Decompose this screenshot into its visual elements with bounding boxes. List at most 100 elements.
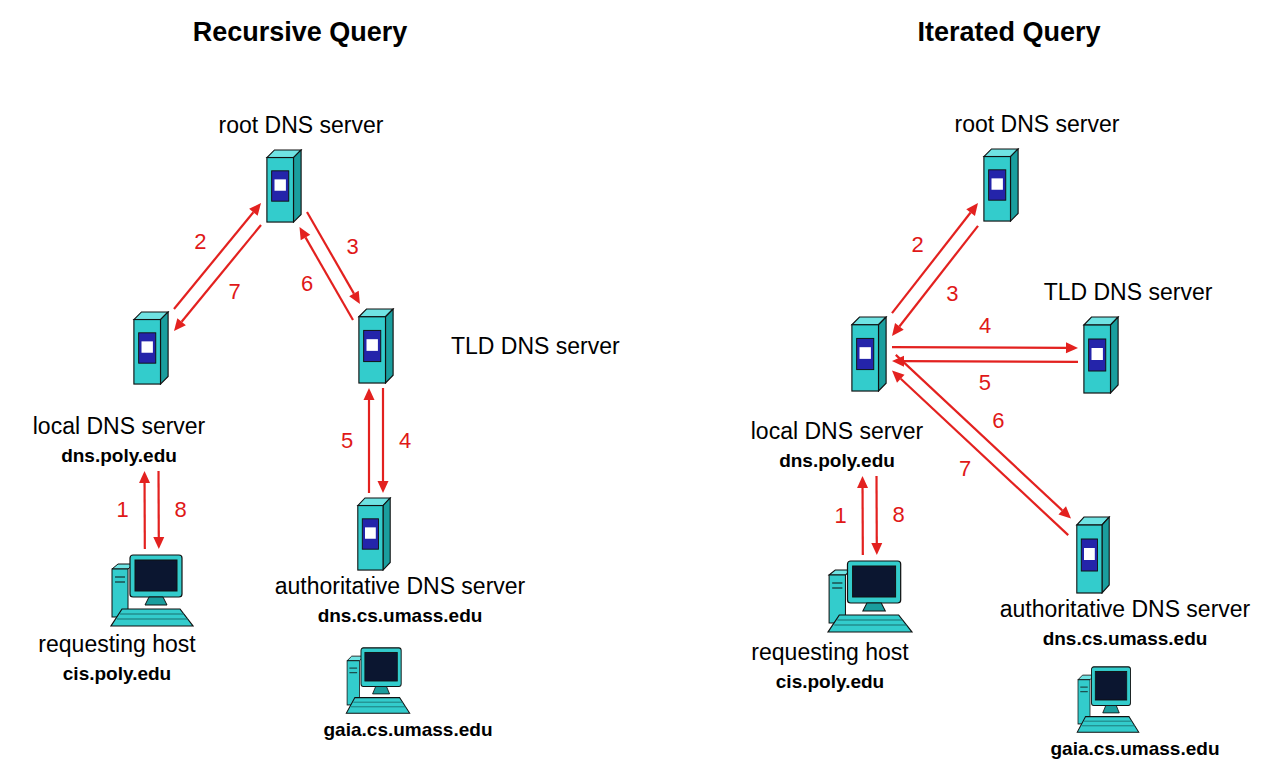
step-number: 6	[299, 272, 315, 296]
step-number: 7	[226, 280, 242, 304]
query-arrow	[871, 476, 882, 555]
computer-icon	[1075, 665, 1141, 735]
arrow-head	[300, 227, 311, 240]
dns-server-node: local DNS serverdns.poly.edu	[783, 316, 956, 472]
node-label: requesting host	[38, 631, 195, 658]
panel-title: Iterated Query	[917, 16, 1100, 48]
arrow-shaft	[875, 476, 877, 543]
step-number: 6	[990, 409, 1006, 433]
dns-server-node: TLD DNS server	[357, 308, 620, 384]
arrow-head	[1058, 506, 1071, 518]
arrow-head	[892, 323, 904, 336]
dns-server-node: root DNS server	[919, 111, 1084, 222]
query-arrow	[892, 203, 978, 313]
step-number: 1	[115, 498, 131, 522]
step-number: 5	[977, 371, 993, 395]
step-number: 1	[833, 504, 849, 528]
arrow-head	[349, 291, 360, 304]
query-arrow	[174, 203, 261, 309]
query-arrow	[892, 226, 978, 336]
dns-server-node: local DNS serverdns.poly.edu	[65, 311, 238, 467]
dns-server-node: TLD DNS server	[1017, 279, 1186, 394]
node-label: TLD DNS server	[1044, 279, 1213, 306]
step-number: 5	[339, 429, 355, 453]
query-arrow	[174, 225, 261, 331]
dns-server-node: root DNS server	[202, 112, 367, 223]
arrow-head	[1066, 342, 1078, 353]
arrow-shaft	[899, 226, 978, 327]
arrow-head	[249, 203, 261, 216]
step-number: 8	[891, 503, 907, 527]
step-number: 4	[397, 429, 413, 453]
server-icon	[132, 311, 170, 385]
host-name: dns.cs.umass.edu	[318, 604, 483, 627]
query-arrow	[892, 342, 1078, 353]
step-number: 8	[173, 498, 189, 522]
computer-icon	[344, 646, 412, 716]
step-number: 2	[910, 233, 926, 257]
host-name: cis.poly.edu	[776, 670, 884, 693]
step-number: 3	[944, 282, 960, 306]
host-node: requesting hostcis.poly.edu	[73, 553, 230, 685]
panel-title: Recursive Query	[193, 16, 408, 48]
arrow-shaft	[892, 213, 971, 314]
arrow-shaft	[904, 360, 1078, 363]
host-node: gaia.cs.umass.edu	[294, 646, 463, 741]
query-arrow	[857, 476, 868, 555]
node-label: authoritative DNS server	[275, 573, 526, 600]
server-icon	[850, 316, 888, 392]
arrow-shaft	[143, 483, 145, 549]
arrow-head	[892, 371, 905, 383]
server-icon	[1075, 516, 1111, 594]
host-name: dns.cs.umass.edu	[1043, 627, 1208, 650]
query-arrow	[892, 371, 1068, 536]
host-name: cis.poly.edu	[63, 662, 171, 685]
arrow-head	[966, 203, 978, 216]
label-column: TLD DNS server	[451, 333, 620, 360]
query-arrow	[139, 471, 150, 549]
query-arrow	[892, 356, 1078, 367]
host-node: requesting hostcis.poly.edu	[791, 559, 948, 693]
query-arrow	[364, 388, 375, 493]
arrow-shaft	[174, 212, 253, 309]
host-name: gaia.cs.umass.edu	[1051, 737, 1220, 760]
node-label: authoritative DNS server	[1000, 596, 1251, 623]
node-label: local DNS server	[33, 413, 206, 440]
node-label: local DNS server	[751, 418, 924, 445]
arrow-shaft	[861, 488, 863, 555]
arrow-head	[857, 476, 868, 488]
arrow-shaft	[382, 388, 384, 481]
arrow-head	[871, 543, 882, 555]
server-icon	[356, 497, 392, 571]
node-label: TLD DNS server	[451, 333, 620, 360]
arrow-head	[364, 388, 375, 400]
server-icon	[265, 149, 303, 223]
arrow-head	[139, 471, 150, 483]
arrow-shaft	[901, 379, 1068, 535]
step-number: 4	[977, 314, 993, 338]
server-icon	[1082, 316, 1120, 394]
host-name: dns.poly.edu	[779, 449, 895, 472]
step-number: 2	[192, 230, 208, 254]
computer-icon	[825, 559, 915, 635]
node-label: requesting host	[751, 639, 908, 666]
arrow-shaft	[157, 471, 159, 537]
arrow-head	[153, 537, 164, 549]
query-arrow	[153, 471, 164, 549]
server-icon	[357, 308, 395, 384]
node-label: root DNS server	[955, 111, 1120, 138]
query-arrow	[378, 388, 389, 493]
step-number: 3	[344, 235, 360, 259]
dns-server-node: authoritative DNS serverdns.cs.umass.edu	[249, 497, 500, 627]
host-name: gaia.cs.umass.edu	[324, 718, 493, 741]
server-icon	[982, 148, 1020, 222]
arrow-head	[174, 318, 186, 331]
arrow-shaft	[892, 346, 1066, 349]
dns-server-node: authoritative DNS serverdns.cs.umass.edu	[968, 516, 1219, 650]
host-node: gaia.cs.umass.edu	[1024, 665, 1193, 760]
arrow-shaft	[368, 400, 370, 493]
node-label: root DNS server	[219, 112, 384, 139]
step-number: 7	[957, 457, 973, 481]
host-name: dns.poly.edu	[61, 444, 177, 467]
